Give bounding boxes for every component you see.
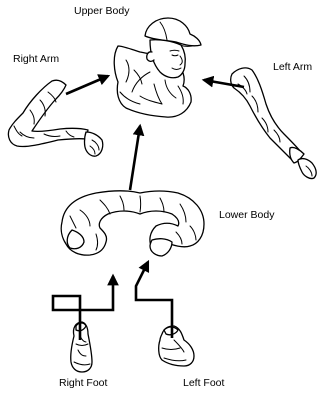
upper-body-figure [114,18,201,117]
left-arm-figure [231,68,316,179]
right-foot-figure [71,322,92,372]
right-arm-figure [8,80,102,156]
arrow-left-foot-to-lower-body [136,262,172,338]
lower-body-figure [61,191,204,256]
arrow-right-arm-to-upper-body [66,76,108,94]
left-foot-figure [159,326,194,366]
arrow-lower-body-to-upper-body [130,126,140,190]
